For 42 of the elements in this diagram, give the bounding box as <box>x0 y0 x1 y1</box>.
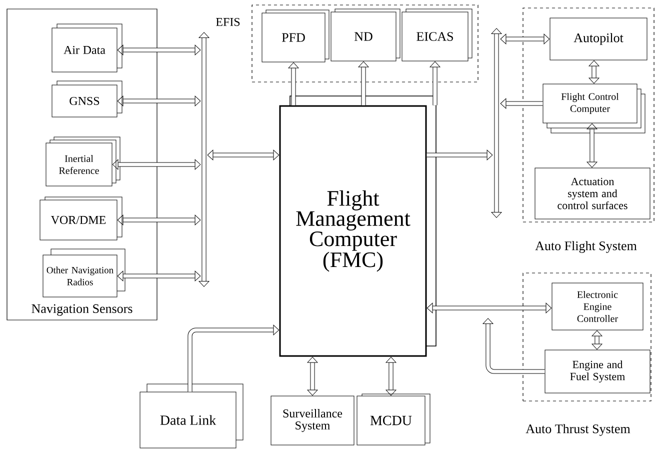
arrow <box>117 270 201 282</box>
component-box: Data Link <box>140 384 244 448</box>
arrow <box>117 214 201 226</box>
group-box <box>252 4 478 82</box>
arrow <box>188 324 280 392</box>
arrow <box>426 150 493 160</box>
arrow <box>588 60 600 84</box>
component-box: Surveillance System <box>270 396 354 446</box>
arrow <box>386 356 396 396</box>
component-box: Inertial Reference <box>46 136 120 186</box>
arrow <box>586 123 598 168</box>
arrow <box>307 356 318 396</box>
arrow <box>207 150 280 160</box>
component-box: GNSS <box>52 80 122 118</box>
component-box: MCDU <box>356 394 430 446</box>
component-box: ND <box>330 8 400 62</box>
component-box: Flight Control Computer <box>542 84 646 134</box>
component-box: Autopilot <box>550 18 648 60</box>
bus-bar <box>491 28 502 218</box>
arrow <box>430 61 440 106</box>
computer-box: Flight Management Computer (FMC) <box>279 96 436 357</box>
arrow <box>500 34 550 44</box>
component-box: Actuation system and control surfaces <box>534 168 650 220</box>
component-box: Electronic Engine Controller <box>552 282 644 330</box>
arrow <box>117 44 201 56</box>
arrow <box>358 61 369 106</box>
arrow <box>288 62 299 106</box>
component-box: Air Data <box>52 24 122 72</box>
component-box: VOR/DME <box>40 196 122 240</box>
node-label: Auto Flight System <box>535 241 637 253</box>
component-box: Other Navigation Radios <box>42 248 126 298</box>
bus-label: EFIS <box>216 18 240 26</box>
arrow <box>426 302 552 314</box>
arrow <box>482 318 545 374</box>
arrow <box>592 330 602 350</box>
arrow <box>117 96 201 106</box>
arrow <box>112 159 201 170</box>
component-box: PFD <box>262 10 330 62</box>
component-box: EICAS <box>402 8 472 62</box>
component-box: Engine and Fuel System <box>544 350 650 394</box>
arrow <box>500 98 543 109</box>
node-label: Auto Thrust System <box>526 424 630 436</box>
